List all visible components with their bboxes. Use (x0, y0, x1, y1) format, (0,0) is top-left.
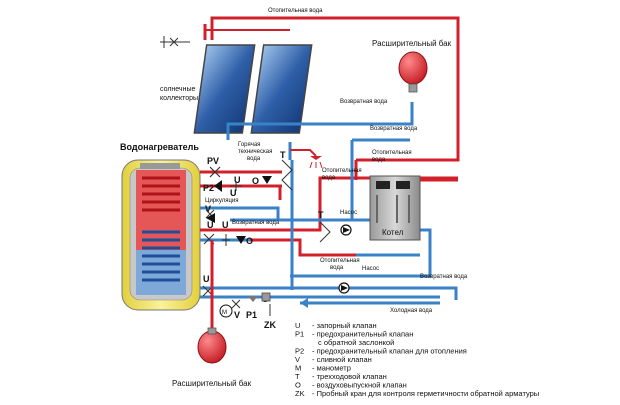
legend-text-4: - сливной клапан (312, 355, 372, 364)
lower-coil (142, 230, 180, 282)
collector-vent (160, 36, 190, 48)
pump-bottom-group (338, 282, 350, 294)
legend-text-6: - трехходовой клапан (312, 372, 387, 381)
legend-code-8: ZK (295, 389, 305, 398)
legend-code-0: U (295, 321, 300, 330)
legend-code-3: P2 (295, 347, 304, 356)
label-heating-water-bottom2: вода (330, 265, 344, 271)
legend-text-5: - манометр (312, 364, 351, 373)
expansion-tank-bottom-body (197, 330, 227, 364)
label-return-water-bottom: Возвратная вода (420, 274, 468, 280)
legend-text-0: - запорный клапан (312, 321, 377, 330)
valve-mark-u2: U (230, 188, 237, 198)
valve-mark-o1: O (252, 176, 259, 186)
valve-mark-t2: T (318, 210, 324, 220)
upper-coil (142, 176, 180, 212)
label-group-hot-tech: Горячая техническая вода (238, 142, 272, 162)
label-hot-tech-1: Горячая (238, 142, 260, 148)
legend-code-1: P1 (295, 330, 304, 339)
label-heating-water-right2: вода (322, 175, 336, 181)
label-top-heating-water: Отопительная вода (268, 8, 323, 14)
valve-mark-u3: U (207, 220, 214, 230)
label-circulation: Циркуляция (205, 198, 238, 204)
legend: U - запорный клапан P1 - предохранительн… (295, 321, 539, 398)
valve-group-mid: Возвратная вода U U O (203, 220, 280, 246)
circulation-group: Циркуляция (205, 198, 238, 223)
legend-text-3: - предохранительный клапан для отопления (312, 347, 467, 356)
valve-group-bottom: U U M V P1 ZK (202, 274, 276, 330)
label-heating-water-bottom: Отопительная (320, 258, 360, 264)
legend-text-2: с обратной заслонкой (318, 338, 394, 347)
solar-panel-1 (193, 44, 256, 134)
label-pump-bottom: Насос (362, 266, 379, 272)
legend-text-1: - предохранительный клапан (312, 330, 413, 339)
valve-mark-v1: V (205, 204, 211, 214)
valve-mark-u1: U (234, 175, 241, 185)
label-solar-1: солнечные (160, 86, 195, 93)
label-hot-tech-3: вода (247, 156, 261, 162)
valve-mark-o2: O (246, 236, 253, 246)
label-heating-water-mid2: вода (372, 157, 386, 163)
valve-mark-pv: PV (207, 156, 219, 166)
valve-mark-v2: V (234, 310, 240, 320)
label-heating-water-right: Отопительная (322, 168, 362, 174)
pump-top-group: T Насос (318, 210, 357, 243)
label-solar-2: коллекторы (160, 95, 198, 102)
legend-text-8: - Пробный кран для контроля герметичност… (312, 389, 539, 398)
expansion-tank-bottom: Расширительный бак (172, 327, 252, 388)
shower-icon (290, 149, 323, 169)
valve-mark-p2: P2 (203, 183, 214, 193)
solar-panel-2 (250, 44, 313, 134)
label-return-water-mid: Возвратная вода (370, 126, 418, 132)
valve-mark-u5: U (203, 274, 210, 284)
legend-code-7: O (295, 381, 301, 390)
label-heating-water-mid: Отопительная (372, 150, 412, 156)
label-expansion-tank-bottom: Расширительный бак (172, 379, 252, 388)
label-cold-water: Холодная вода (390, 308, 433, 314)
boiler: Котел (369, 175, 458, 241)
label-pump-top: Насос (340, 210, 357, 216)
valve-group-top: PV P2 U U O T V (203, 150, 293, 219)
valve-mark-zk: ZK (264, 320, 276, 330)
legend-code-5: M (295, 364, 301, 373)
valve-mark-u4: U (222, 220, 229, 230)
cold-water-inlet: Холодная вода (300, 298, 440, 314)
label-return-water-top: Возвратная вода (340, 99, 388, 105)
label-boiler: Котел (382, 228, 404, 237)
valve-mark-m: M (222, 310, 227, 316)
legend-text-7: - воздуховыпускной клапан (312, 381, 407, 390)
label-water-heater: Водонагреватель (120, 142, 199, 152)
label-hot-tech-2: техническая (238, 149, 272, 155)
valve-mark-p1: P1 (246, 310, 257, 320)
legend-code-4: V (295, 355, 300, 364)
valve-mark-t1: T (280, 150, 286, 160)
water-heater: Водонагреватель (120, 142, 201, 311)
expansion-tank-top: Расширительный бак Возвратная вода (340, 39, 452, 105)
label-return-water-left: Возвратная вода (232, 220, 280, 226)
legend-code-6: T (295, 372, 300, 381)
expansion-tank-top-body (398, 51, 428, 85)
label-expansion-tank-top: Расширительный бак (372, 39, 452, 48)
solar-collectors: солнечные коллекторы (160, 29, 414, 140)
